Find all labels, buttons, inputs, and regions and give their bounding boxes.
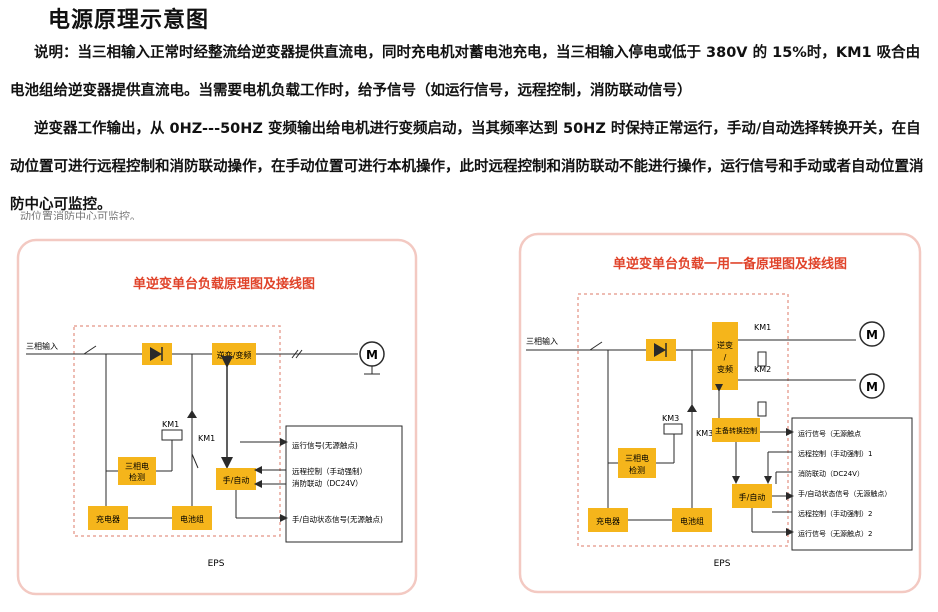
three-phase-detect-label-1: 三相电 [125,461,149,471]
motor-1-label: M [866,328,878,342]
description-paragraph-1: 说明：当三相输入正常时经整流给逆变器提供直流电，同时充电机对蓄电池充电，当三相输… [10,45,921,99]
diode-icon [150,347,162,361]
diagram-title: 单逆变单台负载一用一备原理图及接线图 [613,256,847,272]
page-title: 电源原理示意图 [48,8,210,33]
battery-box [672,508,712,532]
battery-label: 电池组 [180,514,204,524]
inverter-box [712,322,738,390]
signal-run-1-label: 运行信号（无源触点 [798,429,861,438]
km1-label: KM1 [754,323,771,332]
manual-auto-label: 手/自动 [223,475,250,485]
motor-1-icon [859,321,885,347]
signal-remote-label: 远程控制（手动强制） [292,466,367,476]
manual-auto-label: 手/自动 [739,492,766,502]
switch-control-box [712,418,760,442]
km3-coil-icon [663,423,683,435]
motor-2-icon [859,373,885,399]
km1-coil-icon [757,351,767,367]
three-phase-input-label: 三相输入 [26,341,58,351]
description-paragraph-2: 逆变器工作输出，从 0HZ---50HZ 变频输出给电机进行变频启动，当其频率达… [10,121,924,213]
signal-mode-label: 手/自动状态信号(无源触点) [292,514,383,524]
charger-label: 充电器 [596,516,620,526]
inverter-label-3: 变频 [717,364,733,374]
km2-coil-icon [757,401,767,417]
km3-contact-label: KM3 [696,429,713,438]
diagram-frame [16,238,418,596]
three-phase-detect-label-2: 检测 [129,472,145,482]
battery-label: 电池组 [680,516,704,526]
signal-fire-label: 消防联动（DC24V） [798,469,864,478]
km1-coil-icon [161,429,183,441]
charger-box [88,506,128,530]
inverter-label-1: 逆变 [717,340,733,350]
diagram-frame [518,232,922,594]
signal-run-label: 运行信号(无源触点) [292,440,358,450]
three-phase-detect-box [618,448,656,478]
signal-fire-label: 消防联动（DC24V） [292,478,363,488]
motor-label: M [366,348,378,362]
clipped-caption-line: 动位置消防中心可监控。 [20,210,141,220]
eps-cabinet-boundary [577,293,789,547]
km1-contact-label: KM1 [198,434,215,443]
km1-label: KM1 [162,420,179,429]
switch-control-label: 主备转换控制 [715,426,757,435]
three-phase-input-label: 三相输入 [526,336,558,346]
manual-auto-box [732,484,772,508]
manual-auto-box [216,468,256,490]
km3-label: KM3 [662,414,679,423]
signal-terminal-box [791,417,913,551]
charger-label: 充电器 [96,514,120,524]
three-phase-detect-label-1: 三相电 [625,453,649,463]
diode-icon [654,343,666,357]
charger-box [588,508,628,532]
three-phase-detect-label-2: 检测 [629,465,645,475]
eps-cabinet-boundary [73,325,281,537]
km2-label: KM2 [754,365,771,374]
motor-2-label: M [866,380,878,394]
eps-label: EPS [208,559,225,569]
battery-box [172,506,212,530]
diagram-standby-load: 单逆变单台负载一用一备原理图及接线图 三相输入 逆变 / 变频 KM1 KM2 … [518,232,922,594]
signal-remote-2-label: 远程控制（手动强制）2 [798,509,872,518]
diagram-title: 单逆变单台负载原理图及接线图 [133,276,315,292]
eps-label: EPS [714,559,731,569]
three-phase-detect-box [118,457,156,485]
signal-terminal-box [285,425,403,543]
signal-mode-label: 手/自动状态信号（无源触点） [798,489,891,498]
inverter-label: 逆变/变频 [217,350,252,360]
signal-run-2-label: 运行信号（无源触点）2 [798,529,872,538]
diagram-single-load: 单逆变单台负载原理图及接线图 三相输入 逆变/变频 M KM1 KM1 三相电 … [16,238,418,596]
signal-remote-1-label: 远程控制（手动强制）1 [798,449,872,458]
inverter-label-2: / [724,353,727,362]
